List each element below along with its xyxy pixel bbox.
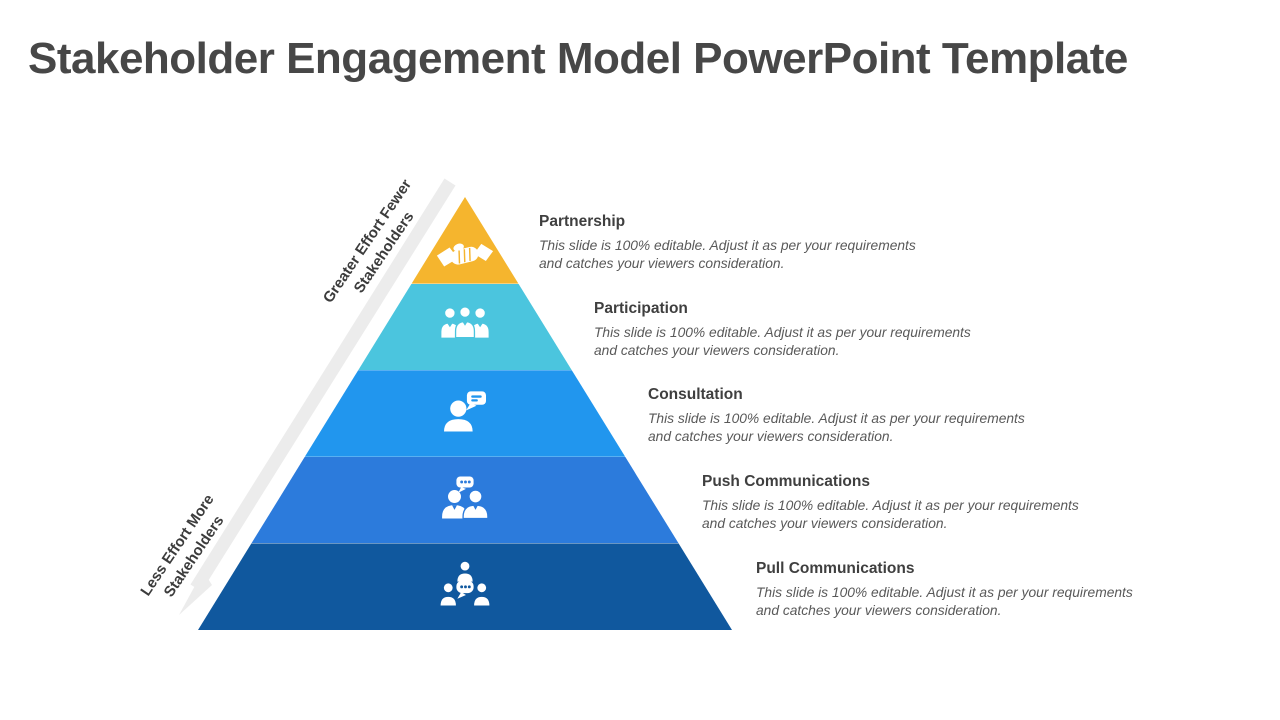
page-title: Stakeholder Engagement Model PowerPoint … bbox=[28, 34, 1128, 83]
level-description-line: and catches your viewers consideration. bbox=[702, 516, 948, 532]
level-title: Push Communications bbox=[702, 473, 870, 490]
annotation-consultation: Consultation This slide is 100% editable… bbox=[648, 386, 1088, 446]
effort-arrow-line bbox=[190, 178, 456, 592]
level-title: Participation bbox=[594, 300, 688, 317]
level-description-line: and catches your viewers consideration. bbox=[539, 256, 785, 272]
annotation-push-communications: Push Communications This slide is 100% e… bbox=[702, 473, 1142, 533]
pyramid-level-push-communications bbox=[251, 456, 679, 544]
pyramid-level-pull-communications bbox=[198, 543, 732, 630]
group-discussion-icon bbox=[440, 562, 490, 611]
pyramid-level-consultation bbox=[304, 370, 626, 457]
level-description-line: This slide is 100% editable. Adjust it a… bbox=[539, 238, 916, 253]
level-description-line: This slide is 100% editable. Adjust it a… bbox=[594, 325, 971, 340]
three-people-icon bbox=[440, 305, 490, 344]
level-description-line: This slide is 100% editable. Adjust it a… bbox=[756, 585, 1133, 600]
level-title: Consultation bbox=[648, 386, 743, 403]
level-title: Pull Communications bbox=[756, 560, 915, 577]
effort-arrow-head bbox=[179, 571, 212, 615]
two-people-chat-icon bbox=[440, 476, 490, 523]
handshake-icon bbox=[436, 238, 494, 281]
pyramid bbox=[198, 197, 732, 630]
person-speech-bubble-icon bbox=[443, 390, 487, 437]
annotation-partnership: Partnership This slide is 100% editable.… bbox=[539, 213, 979, 273]
level-description-line: and catches your viewers consideration. bbox=[756, 603, 1002, 619]
annotation-pull-communications: Pull Communications This slide is 100% e… bbox=[756, 560, 1196, 620]
level-description-line: This slide is 100% editable. Adjust it a… bbox=[648, 411, 1025, 426]
level-title: Partnership bbox=[539, 213, 626, 230]
level-description-line: and catches your viewers consideration. bbox=[648, 429, 894, 445]
level-description-line: and catches your viewers consideration. bbox=[594, 343, 840, 359]
level-description-line: This slide is 100% editable. Adjust it a… bbox=[702, 498, 1079, 513]
annotation-participation: Participation This slide is 100% editabl… bbox=[594, 300, 1034, 360]
